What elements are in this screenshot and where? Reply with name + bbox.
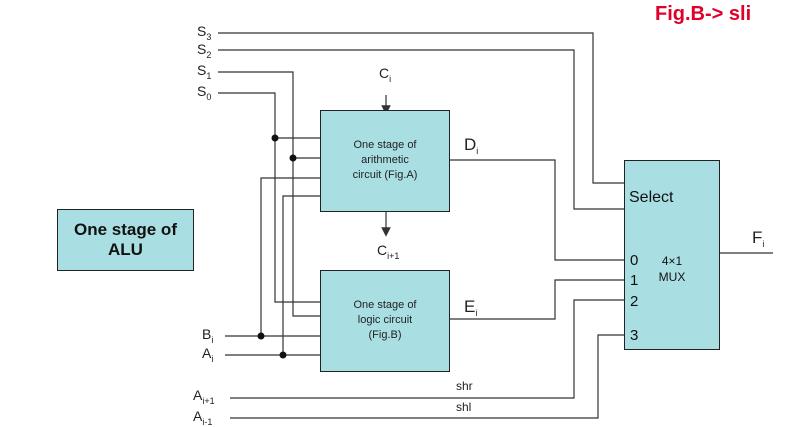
wire-s2 bbox=[218, 49, 624, 210]
mux-name-line-2: MUX bbox=[658, 270, 686, 284]
arithmetic-line-1: One stage of bbox=[353, 139, 417, 151]
wire-shr bbox=[230, 299, 624, 399]
logic-line-2: logic circuit bbox=[357, 314, 413, 326]
arithmetic-circuit-block: One stage of arithmetic circuit (Fig.A) bbox=[320, 110, 450, 212]
mux-name: 4×1 MUX bbox=[653, 253, 691, 285]
signal-label-ai: Ai bbox=[202, 345, 214, 364]
mux-port-2: 2 bbox=[630, 293, 639, 310]
signal-label-s1: S1 bbox=[197, 62, 212, 81]
mux-name-line-1: 4×1 bbox=[661, 254, 683, 268]
signal-label-s0: S0 bbox=[197, 83, 212, 102]
wire-s3 bbox=[218, 32, 624, 184]
junction-s1 bbox=[289, 154, 297, 162]
signal-label-fi: Fi bbox=[752, 228, 765, 249]
logic-line-3: (Fig.B) bbox=[368, 329, 402, 341]
wire-bi-up bbox=[260, 177, 320, 336]
mux-port-0: 0 bbox=[630, 252, 639, 269]
shift-right-label: shr bbox=[456, 379, 473, 393]
signal-label-bi: Bi bbox=[202, 326, 214, 345]
junction-bi bbox=[257, 332, 265, 340]
signal-label-ei: Ei bbox=[464, 297, 478, 318]
alu-label-line-1: One stage of bbox=[74, 220, 177, 239]
alu-stage-label: One stage of ALU bbox=[57, 209, 194, 271]
mux-port-1: 1 bbox=[630, 272, 639, 289]
wire-s0 bbox=[218, 92, 320, 303]
mux-port-3: 3 bbox=[630, 327, 639, 344]
junction-s0 bbox=[271, 134, 279, 142]
wire-di bbox=[450, 159, 624, 261]
signal-label-ci-next: Ci+1 bbox=[377, 242, 400, 261]
mux-block: Select 0 1 2 3 4×1 MUX bbox=[624, 160, 720, 350]
junction-ai bbox=[279, 351, 287, 359]
figure-title: Fig.B-> sli bbox=[655, 3, 752, 25]
wire-s1 bbox=[218, 71, 320, 317]
logic-line-1: One stage of bbox=[353, 299, 417, 311]
signal-label-s2: S2 bbox=[197, 41, 212, 60]
arithmetic-line-3: circuit (Fig.A) bbox=[352, 169, 418, 181]
signal-label-ci: Ci bbox=[379, 65, 392, 84]
signal-label-ai-plus-1: Ai+1 bbox=[193, 387, 215, 406]
arithmetic-line-2: arithmetic bbox=[361, 154, 409, 166]
logic-circuit-block: One stage of logic circuit (Fig.B) bbox=[320, 270, 450, 372]
alu-label-line-2: ALU bbox=[108, 240, 143, 259]
mux-select-label: Select bbox=[629, 189, 674, 206]
wire-ei bbox=[450, 279, 624, 320]
signal-label-ai-minus-1: Ai-1 bbox=[193, 408, 213, 427]
signal-label-s3: S3 bbox=[197, 23, 212, 42]
wire-shl bbox=[230, 334, 624, 419]
signal-label-di: Di bbox=[464, 135, 479, 156]
shift-left-label: shl bbox=[456, 400, 472, 414]
wire-ai-up bbox=[282, 195, 320, 355]
